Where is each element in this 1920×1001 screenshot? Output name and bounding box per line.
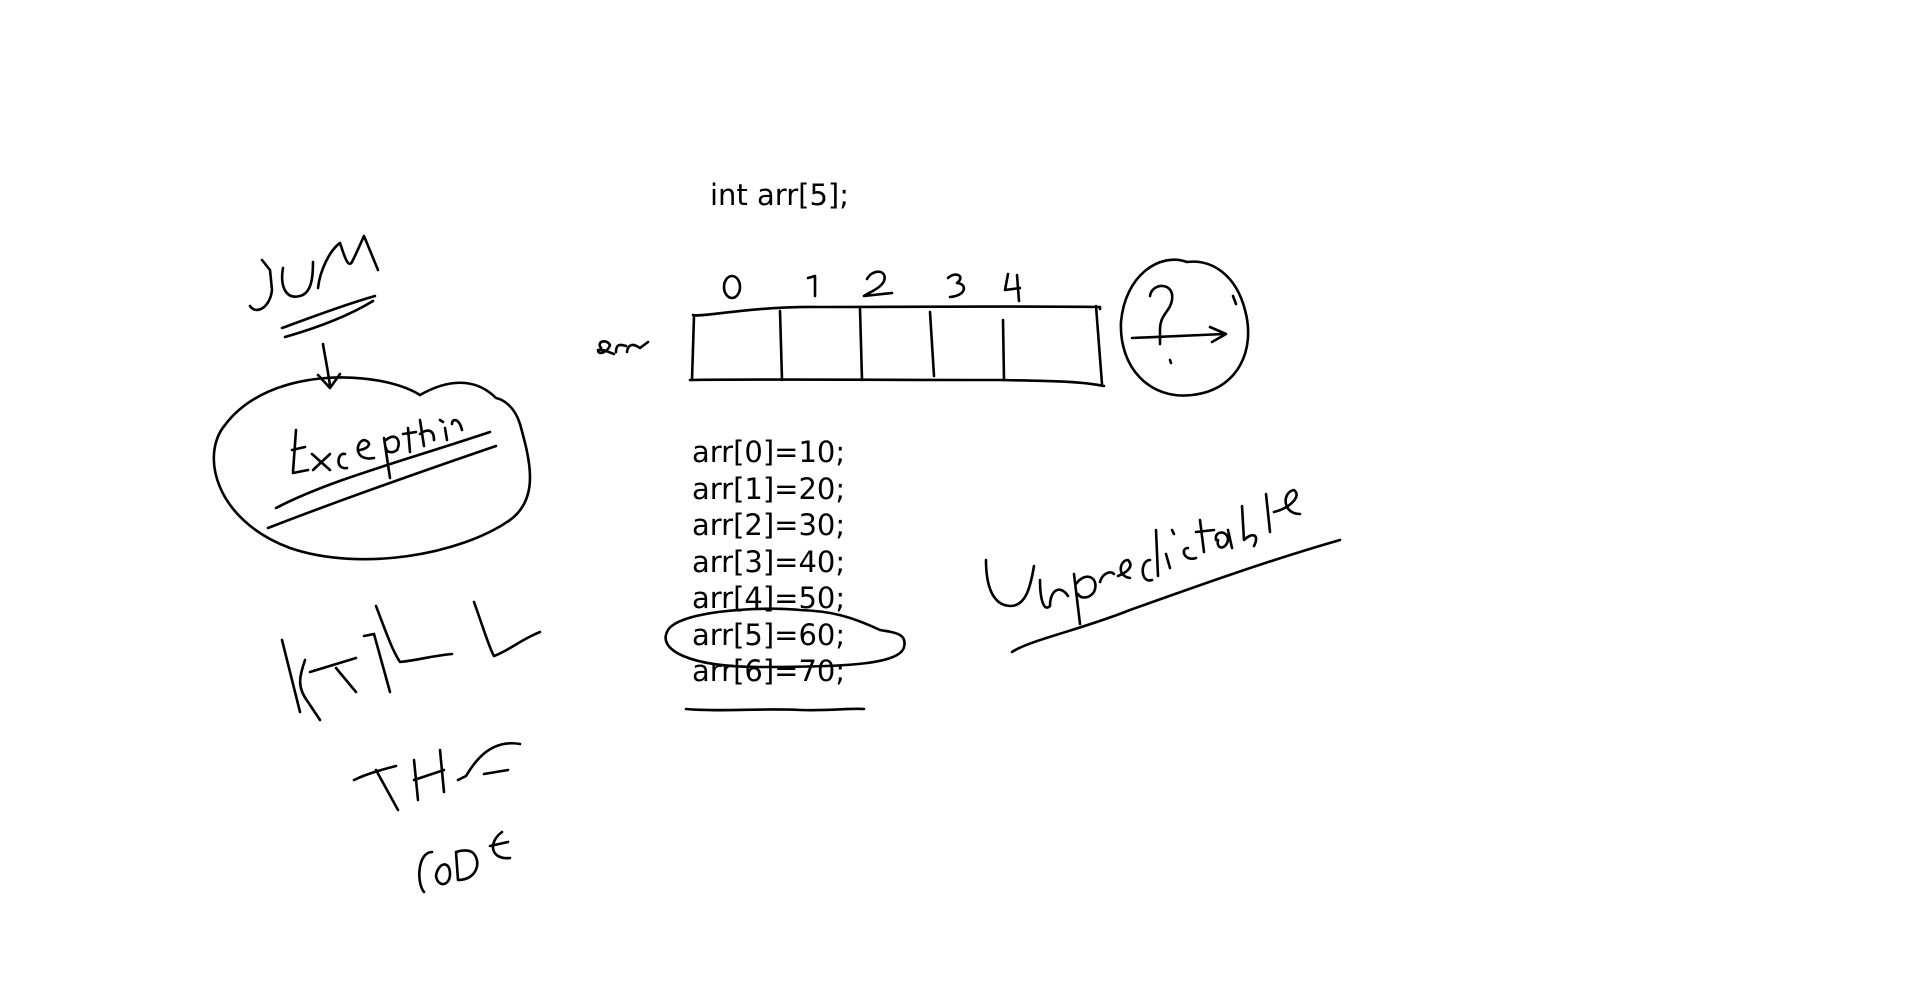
highlight-oval (664, 607, 906, 669)
index-0-glyph (722, 274, 742, 300)
index-2-glyph (862, 270, 894, 298)
assignment-list: arr[0]=10; arr[1]=20; arr[2]=30; arr[3]=… (692, 434, 845, 690)
jvm-to-exception-arrow (316, 342, 342, 390)
question-circle (1119, 258, 1250, 397)
code-underline (684, 707, 866, 712)
assignment-line: arr[2]=30; (692, 508, 846, 542)
array-declaration: int arr[5]; (710, 178, 849, 212)
kill-handwriting (280, 600, 542, 722)
the-handwriting (352, 742, 522, 812)
exception-circle (212, 376, 532, 561)
assignment-line-out-of-bounds: arr[5]=60; (692, 617, 846, 652)
index-1-glyph (806, 274, 817, 298)
unpredictable-handwriting (984, 488, 1342, 654)
index-3-glyph (946, 273, 966, 299)
assignment-line: arr[3]=40; (692, 544, 846, 579)
code-handwriting (418, 830, 512, 894)
jvm-handwriting (248, 234, 380, 339)
array-indices (722, 270, 1022, 303)
assignment-line: arr[0]=10; (692, 435, 846, 469)
index-4-glyph (1003, 272, 1022, 303)
assignment-line: arr[1]=20; (692, 471, 846, 506)
assignment-line-out-of-bounds: arr[6]=70; (692, 654, 846, 688)
exception-handwriting (266, 418, 498, 530)
array-box (688, 304, 1106, 388)
arr-label-ink (596, 340, 650, 356)
